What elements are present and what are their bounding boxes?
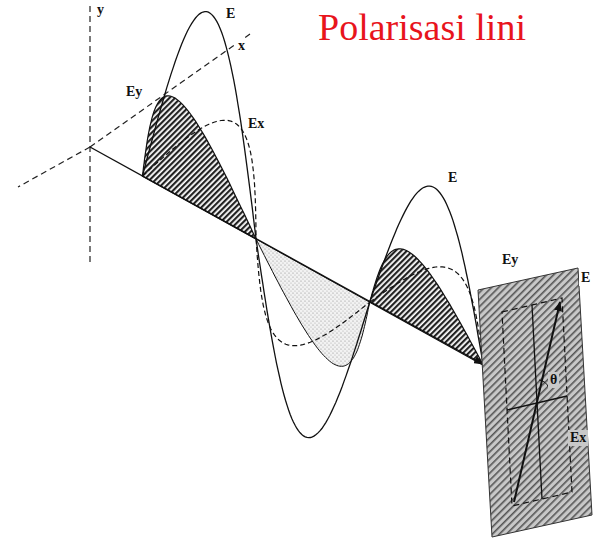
field-label: E [224, 6, 237, 22]
y-axis [89, 6, 90, 262]
angle-label: θ [548, 372, 559, 388]
ex-lobe [370, 267, 484, 366]
field-label: Ex [568, 430, 588, 446]
e-vector [537, 302, 560, 402]
component-box [502, 298, 572, 506]
field-label: Ey [500, 252, 520, 268]
field-label: E [579, 270, 592, 286]
axis-label: x [236, 38, 247, 54]
axis-label: y [95, 2, 106, 18]
back-axis [18, 147, 90, 187]
diagram-title: Polarisasi lini [318, 8, 526, 46]
e-lobe [256, 239, 370, 438]
ey-lobe [370, 249, 484, 365]
observation-plate [478, 268, 592, 537]
e-vector [514, 402, 537, 502]
e-lobe [142, 12, 256, 240]
field-label: Ey [124, 84, 144, 100]
ey-lobe [142, 96, 256, 239]
field-label: Ex [246, 116, 266, 132]
ex-lobe [142, 120, 256, 239]
propagation-axis [90, 147, 483, 364]
field-label: E [446, 170, 459, 186]
e-lobe [370, 186, 484, 365]
